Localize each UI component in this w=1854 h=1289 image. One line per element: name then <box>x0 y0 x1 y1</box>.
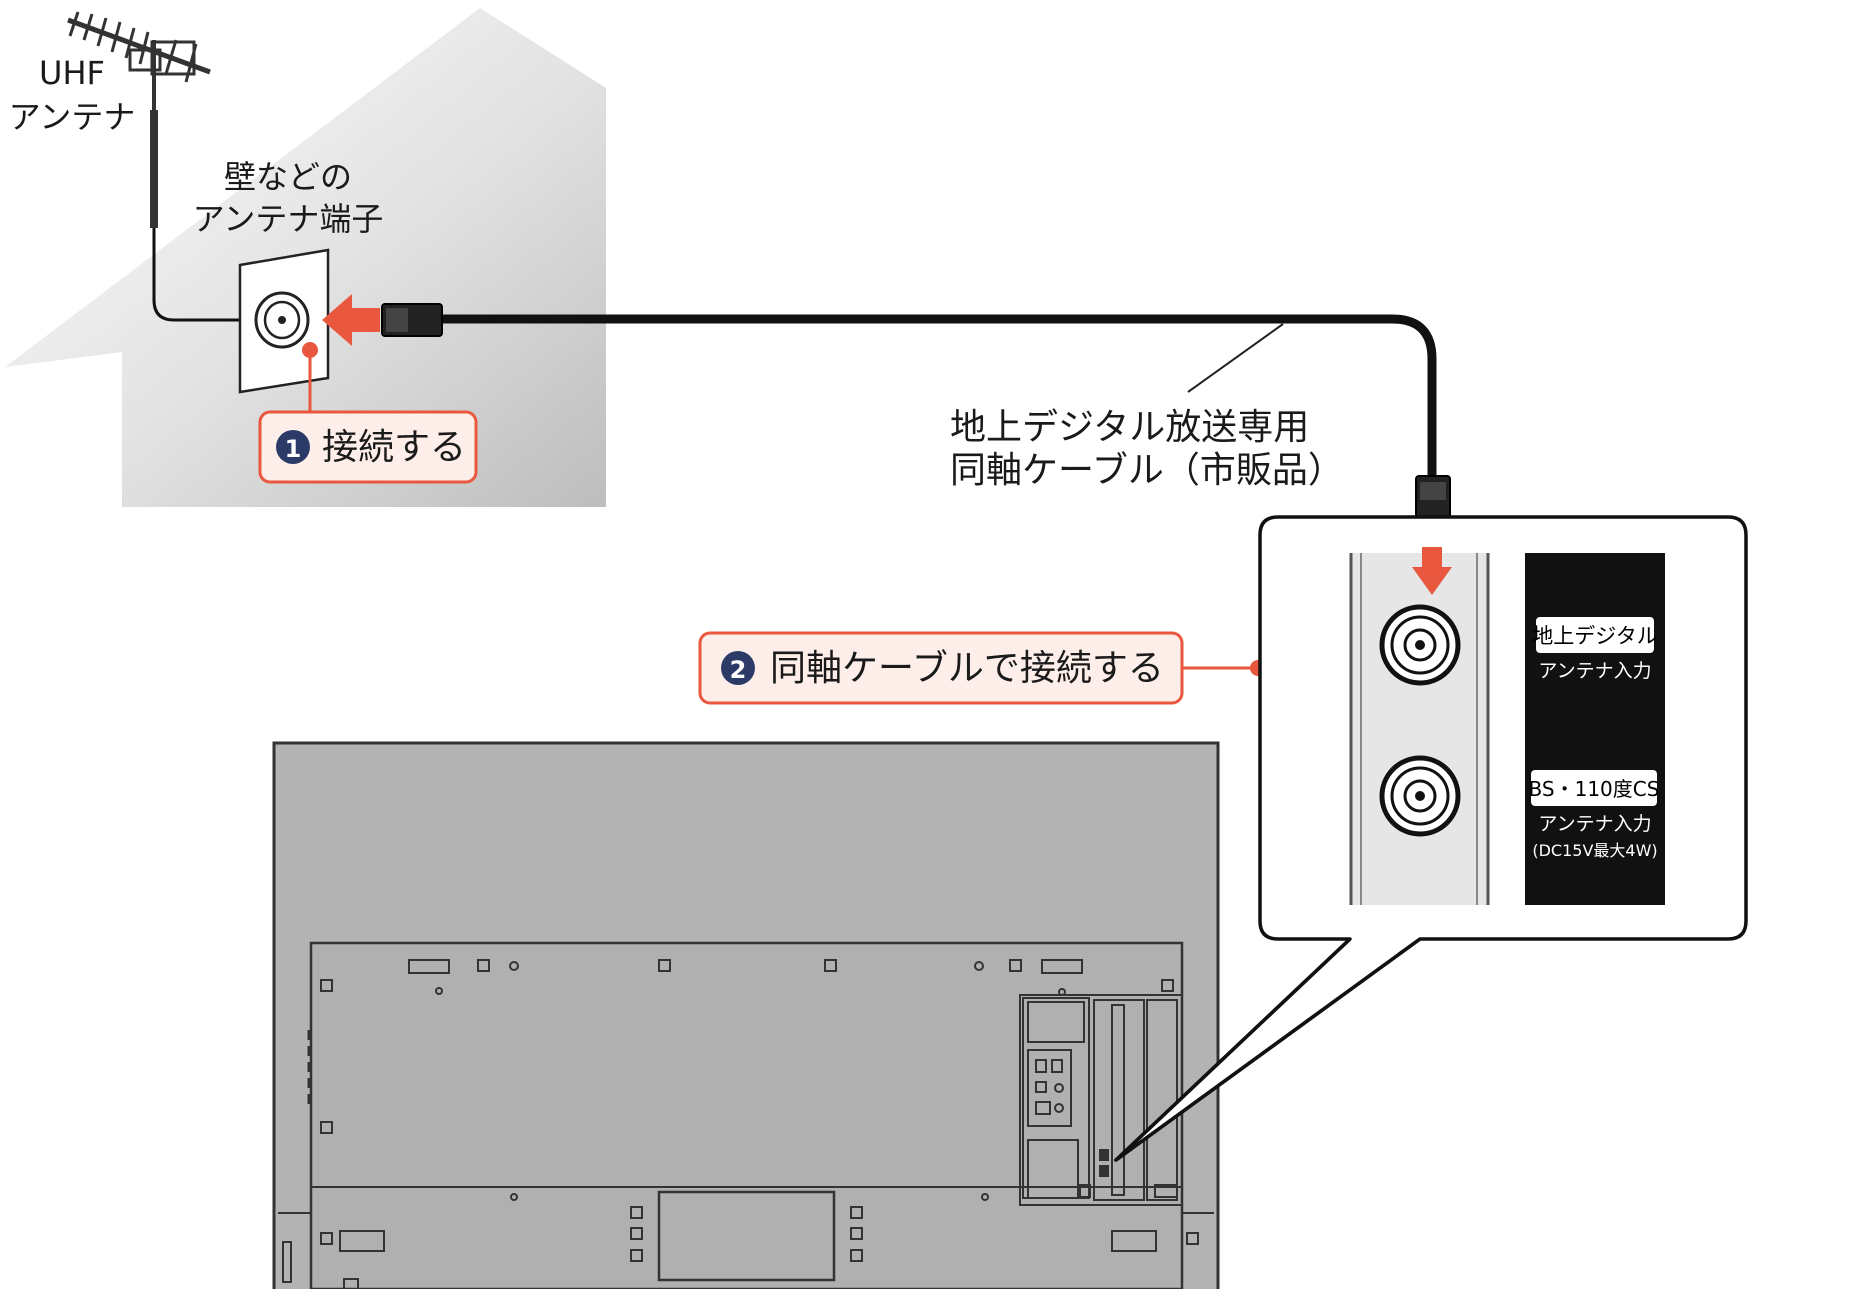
coaxial-cable <box>381 303 1451 541</box>
terrestrial-input-tag: 地上デジタル <box>1532 624 1658 648</box>
terrestrial-antenna-jack <box>1379 604 1461 686</box>
step2-number: 2 <box>730 656 747 684</box>
tv-rear-panel <box>272 741 1220 1289</box>
wall-antenna-terminal <box>238 248 330 394</box>
terrestrial-input-caption: アンテナ入力 <box>1538 660 1651 682</box>
wall-terminal-label-line2: アンテナ端子 <box>193 200 384 238</box>
step1-callout: 1 接続する <box>258 410 478 484</box>
bs-input-caption: アンテナ入力 <box>1538 813 1651 835</box>
uhf-antenna-label-line1: UHF <box>39 54 105 92</box>
insert-arrow-tv <box>1412 547 1452 595</box>
input-label-panel: 地上デジタル アンテナ入力 BS・110度CS アンテナ入力 (DC15V最大4… <box>1525 553 1665 905</box>
step2-text: 同軸ケーブルで接続する <box>770 648 1164 689</box>
uhf-antenna-label-line2: アンテナ <box>9 98 136 136</box>
insert-arrow-wall <box>322 294 380 346</box>
bs-input-note: (DC15V最大4W) <box>1532 841 1657 860</box>
bs-input-tag: BS・110度CS <box>1529 777 1660 801</box>
cable-label-line2: 同軸ケーブル（市販品） <box>950 450 1344 491</box>
step1-text: 接続する <box>322 427 466 468</box>
step2-callout: 2 同軸ケーブルで接続する <box>698 631 1266 705</box>
cable-label-line1: 地上デジタル放送専用 <box>950 407 1309 448</box>
step1-number: 1 <box>285 435 302 463</box>
uhf-antenna-icon <box>67 11 244 322</box>
bs-cs-antenna-jack <box>1379 755 1461 837</box>
wall-terminal-label-line1: 壁などの <box>224 158 352 196</box>
cable-leader-line <box>1187 323 1284 393</box>
